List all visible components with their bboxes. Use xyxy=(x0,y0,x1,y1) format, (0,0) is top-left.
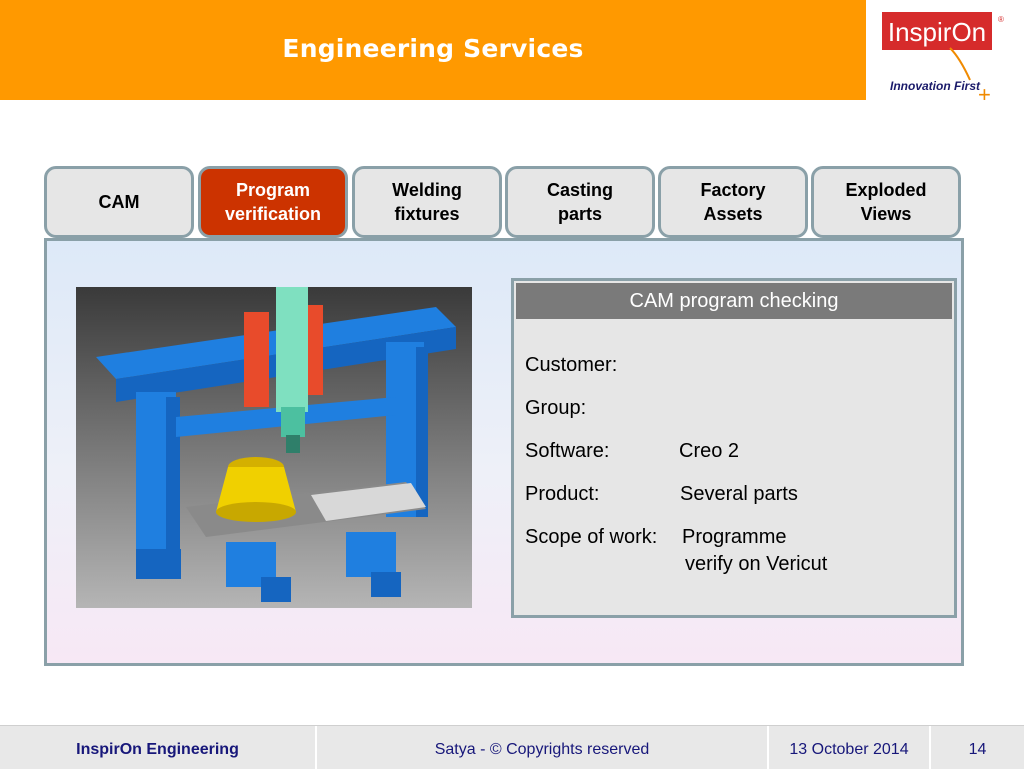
software-label: Software: xyxy=(525,440,610,462)
header-bar xyxy=(0,0,866,100)
footer-divider xyxy=(767,726,769,769)
group-label: Group: xyxy=(525,397,587,419)
tab-factory-assets[interactable]: Factory Assets xyxy=(658,166,808,238)
tab-program-verification[interactable]: Program verification xyxy=(198,166,348,238)
footer: InspirOn Engineering Satya - © Copyright… xyxy=(0,725,1024,769)
product-label: Product: xyxy=(525,483,600,505)
svg-text:Innovation First: Innovation First xyxy=(890,79,981,93)
scope-label: Scope of work: xyxy=(525,526,658,548)
product-value: Several parts xyxy=(680,483,798,505)
page-title: Engineering Services xyxy=(282,34,584,63)
machine-render-image xyxy=(76,287,472,608)
tab-exploded-views[interactable]: Exploded Views xyxy=(811,166,961,238)
company-logo: InspirOn ® Innovation First + xyxy=(882,12,1004,105)
footer-copyright: Satya - © Copyrights reserved xyxy=(434,741,650,758)
info-panel: CAM program checking Customer: Group: So… xyxy=(511,278,957,618)
footer-company: InspirOn Engineering xyxy=(76,741,239,758)
scope-value-line2: verify on Vericut xyxy=(685,553,828,575)
info-panel-title: CAM program checking xyxy=(516,283,952,319)
customer-label: Customer: xyxy=(525,354,618,376)
svg-text:InspirOn: InspirOn xyxy=(888,17,986,47)
tab-cam[interactable]: CAM xyxy=(44,166,194,238)
svg-text:+: + xyxy=(978,82,991,105)
footer-divider xyxy=(929,726,931,769)
scope-value: Programme xyxy=(682,526,787,548)
footer-divider xyxy=(315,726,317,769)
software-value: Creo 2 xyxy=(679,440,740,462)
page-number: 14 xyxy=(968,741,987,758)
tab-welding-fixtures[interactable]: Welding fixtures xyxy=(352,166,502,238)
svg-text:®: ® xyxy=(998,15,1004,24)
tab-casting-parts[interactable]: Casting parts xyxy=(505,166,655,238)
footer-date: 13 October 2014 xyxy=(789,741,909,758)
